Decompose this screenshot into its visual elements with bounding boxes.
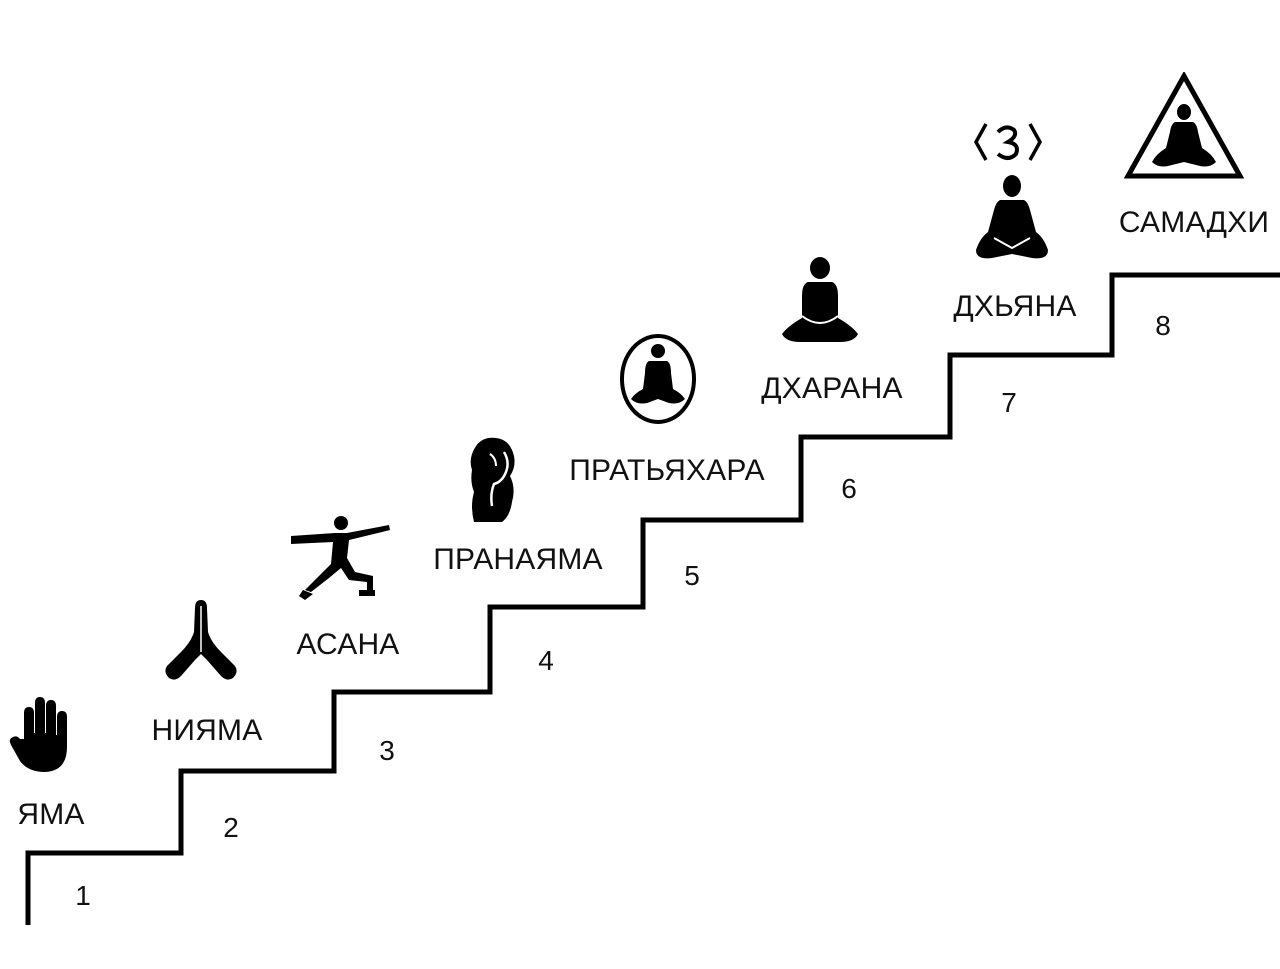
step-6-label: ДХАРАНА [761, 372, 903, 405]
staircase-line [25, 272, 1280, 925]
step-5-number: 5 [684, 560, 700, 591]
seated-meditator-icon [782, 257, 858, 342]
breathing-figure-icon [470, 437, 515, 522]
step-3-label: АСАНА [296, 628, 400, 661]
step-1-label: ЯМА [17, 798, 85, 831]
hand-icon [9, 697, 67, 772]
meditator-in-triangle-icon [1124, 72, 1244, 179]
om-icon [973, 123, 1043, 161]
step-4-label: ПРАНАЯМА [433, 543, 603, 576]
step-5-label: ПРАТЬЯХАРА [569, 454, 765, 487]
step-1-number: 1 [75, 880, 91, 911]
praying-hands-icon [165, 600, 237, 680]
meditator-with-om-icon [976, 175, 1048, 259]
step-4-number: 4 [538, 645, 554, 676]
step-2-label: НИЯМА [151, 714, 263, 747]
step-8-number: 8 [1155, 310, 1171, 341]
step-6-number: 6 [841, 473, 857, 504]
step-7-label: ДХЬЯНА [953, 290, 1077, 323]
step-3-number: 3 [379, 735, 395, 766]
warrior-pose-icon [291, 516, 390, 600]
step-7-number: 7 [1001, 387, 1017, 418]
step-2-number: 2 [223, 812, 239, 843]
meditator-in-circle-icon [620, 334, 696, 424]
step-8-label: САМАДХИ [1118, 206, 1270, 239]
